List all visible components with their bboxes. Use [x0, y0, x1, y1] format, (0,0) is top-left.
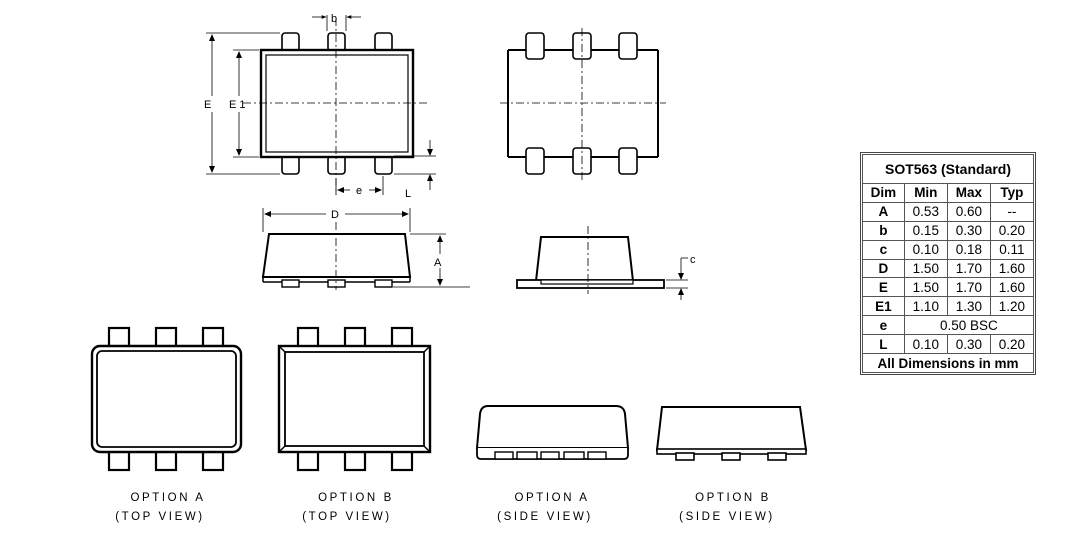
row-max: 1.70 — [946, 277, 991, 298]
table-row: c 0.10 0.18 0.11 — [862, 239, 1035, 260]
row-max: 1.70 — [946, 258, 991, 279]
row-typ: 1.20 — [989, 296, 1035, 317]
row-dim: A — [862, 201, 905, 222]
caption-option-a-side-line2: (SIDE VIEW) — [497, 511, 593, 523]
table-title: SOT563 (Standard) — [862, 154, 1034, 184]
row-typ: 1.60 — [989, 277, 1035, 298]
table-row: b 0.15 0.30 0.20 — [862, 220, 1035, 241]
header-dim: Dim — [862, 183, 905, 203]
row-max: 1.30 — [946, 296, 991, 317]
row-min: 0.10 — [903, 239, 948, 260]
option-a-top-view — [90, 326, 243, 472]
label-D: D — [331, 209, 339, 221]
row-dim: b — [862, 220, 905, 241]
row-typ: 1.60 — [989, 258, 1035, 279]
bottom-view — [500, 28, 666, 180]
label-b: b — [331, 13, 337, 25]
caption-option-b-top-line2: (TOP VIEW) — [302, 511, 391, 523]
row-min: 1.10 — [903, 296, 948, 317]
caption-option-b-side-line2: (SIDE VIEW) — [679, 511, 775, 523]
caption-option-b-side-line1: OPTION B — [695, 492, 771, 504]
row-min: 0.15 — [903, 220, 948, 241]
caption-option-a-top-line1: OPTION A — [130, 492, 205, 504]
dimension-table-grid: SOT563 (Standard) Dim Min Max Typ A 0.53… — [862, 154, 1035, 373]
table-row: L 0.10 0.30 0.20 — [862, 334, 1035, 355]
row-dim: D — [862, 258, 905, 279]
row-max: 0.60 — [946, 201, 991, 222]
label-L: L — [405, 188, 411, 200]
row-max: 0.18 — [946, 239, 991, 260]
row-span-value: 0.50 BSC — [903, 315, 1035, 336]
side-view-labels: D A — [331, 209, 442, 269]
table-row: A 0.53 0.60 -- — [862, 201, 1035, 222]
label-e: e — [356, 185, 362, 197]
row-dim: E — [862, 277, 905, 298]
top-view-dimensioned — [206, 15, 436, 195]
header-min: Min — [903, 183, 948, 203]
label-E1: E 1 — [229, 99, 246, 111]
table-row: E 1.50 1.70 1.60 — [862, 277, 1035, 298]
option-b-top-view — [277, 326, 432, 472]
caption-option-a-side-line1: OPTION A — [514, 492, 589, 504]
row-min: 0.53 — [903, 201, 948, 222]
dimension-table: SOT563 (Standard) Dim Min Max Typ A 0.53… — [860, 152, 1036, 375]
table-footer: All Dimensions in mm — [862, 353, 1034, 373]
row-typ: 0.20 — [989, 334, 1035, 355]
label-c: c — [690, 254, 696, 266]
caption-option-b-top-line1: OPTION B — [318, 492, 394, 504]
table-header-row: Dim Min Max Typ — [862, 183, 1035, 203]
label-E: E — [204, 99, 211, 111]
row-min: 1.50 — [903, 277, 948, 298]
row-dim: c — [862, 239, 905, 260]
row-max: 0.30 — [946, 334, 991, 355]
table-row: e 0.50 BSC — [862, 315, 1035, 336]
row-typ: 0.20 — [989, 220, 1035, 241]
row-typ: -- — [989, 201, 1035, 222]
side-view-dimensioned — [261, 208, 470, 290]
row-dim: E1 — [862, 296, 905, 317]
caption-option-a-top-line2: (TOP VIEW) — [115, 511, 204, 523]
row-typ: 0.11 — [989, 239, 1035, 260]
option-b-side-view — [655, 406, 808, 461]
option-a-side-view — [475, 405, 630, 460]
header-typ: Typ — [989, 183, 1035, 203]
row-max: 0.30 — [946, 220, 991, 241]
table-row: D 1.50 1.70 1.60 — [862, 258, 1035, 279]
header-max: Max — [946, 183, 991, 203]
row-dim: e — [862, 315, 905, 336]
row-dim: L — [862, 334, 905, 355]
table-row: E1 1.10 1.30 1.20 — [862, 296, 1035, 317]
top-view-labels: b E E 1 e L — [204, 13, 411, 200]
label-A: A — [434, 257, 442, 269]
row-min: 0.10 — [903, 334, 948, 355]
captions: OPTION A (TOP VIEW) OPTION B (TOP VIEW) … — [115, 492, 775, 523]
end-view — [516, 226, 688, 300]
row-min: 1.50 — [903, 258, 948, 279]
